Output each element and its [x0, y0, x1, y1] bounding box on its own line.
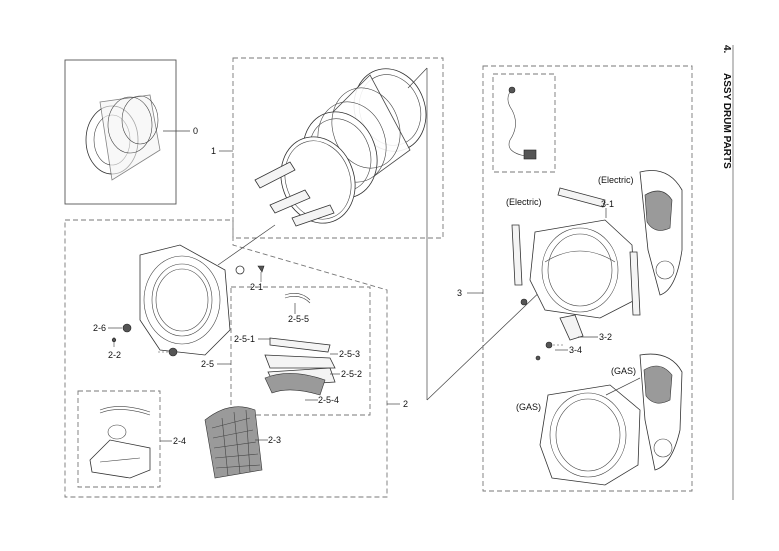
drum-lifter-3: [291, 204, 335, 227]
part-2-6: 2-6: [93, 323, 132, 333]
drum-lifter-1: [254, 161, 296, 189]
part-2-5-5: [284, 293, 311, 301]
rear-screw: [535, 355, 541, 361]
label-gas-right: (GAS): [611, 366, 636, 376]
side-strip-left: [511, 224, 523, 286]
filter-housing-group: 2-5 2-5-5 2-5-1 2-5-3 2-5-2 2-5-4: [201, 286, 371, 416]
label-2-4: 2-4: [173, 436, 186, 446]
filter-ring: [107, 424, 127, 440]
wire-harness-box: [492, 73, 556, 173]
label-1: 1: [211, 146, 216, 156]
label-2-5-1: 2-5-1: [234, 334, 255, 344]
label-2-5-5: 2-5-5: [288, 314, 309, 324]
front-panel-part: [139, 244, 231, 356]
label-3-1: 3-1: [601, 199, 614, 209]
rear-assembly-group: 3 (Electric) (Electric) (GAS) (GAS): [457, 65, 693, 492]
label-2-2: 2-2: [108, 350, 121, 360]
page-title: ASSY DRUM PARTS: [721, 73, 732, 169]
label-2-5-2: 2-5-2: [341, 369, 362, 379]
front-assembly-group: 2 2-1 2-6 2-2: [64, 219, 408, 498]
part-2-5-4: [264, 373, 326, 396]
heater-duct-electric: [639, 170, 683, 296]
label-2-5-3: 2-5-3: [339, 349, 360, 359]
label-2: 2: [403, 399, 408, 409]
part-2-5-3: [264, 354, 336, 369]
label-2-3: 2-3: [268, 435, 281, 445]
label-2-5: 2-5: [201, 359, 214, 369]
label-gas-left: (GAS): [516, 402, 541, 412]
part-3-1: [557, 187, 606, 208]
label-electric-right: (Electric): [598, 175, 634, 185]
label-2-6: 2-6: [93, 323, 106, 333]
label-3: 3: [457, 288, 462, 298]
label-3-4: 3-4: [569, 345, 582, 355]
rear-bushing: [520, 298, 528, 306]
label-3-2: 3-2: [599, 332, 612, 342]
label-electric-left: (Electric): [506, 197, 542, 207]
rear-panel-electric: [529, 219, 636, 319]
drum-assembly-group: 1: [211, 57, 444, 239]
label-2-5-4: 2-5-4: [318, 395, 339, 405]
lint-filter-group: 2-4: [77, 390, 186, 488]
heater-duct-gas: [639, 353, 683, 471]
part-2-4: [89, 439, 151, 479]
drum-lifter-2: [269, 189, 311, 214]
part-2-3: 2-3: [204, 406, 281, 479]
section-number: 4.: [721, 45, 732, 54]
side-strip-right: [629, 251, 641, 316]
part-2-5-1: [269, 337, 331, 353]
assembly-overview-box: 0: [64, 59, 198, 205]
bushing-lower: [168, 347, 178, 357]
part-3-4: 3-4: [545, 341, 582, 355]
page-header: 4. ASSY DRUM PARTS: [721, 45, 732, 169]
part-2-1: 2-1: [235, 265, 265, 292]
rear-panel-gas: [539, 384, 641, 486]
label-0: 0: [193, 126, 198, 136]
part-3-2: 3-2: [559, 314, 612, 342]
part-2-2: 2-2: [108, 337, 121, 360]
